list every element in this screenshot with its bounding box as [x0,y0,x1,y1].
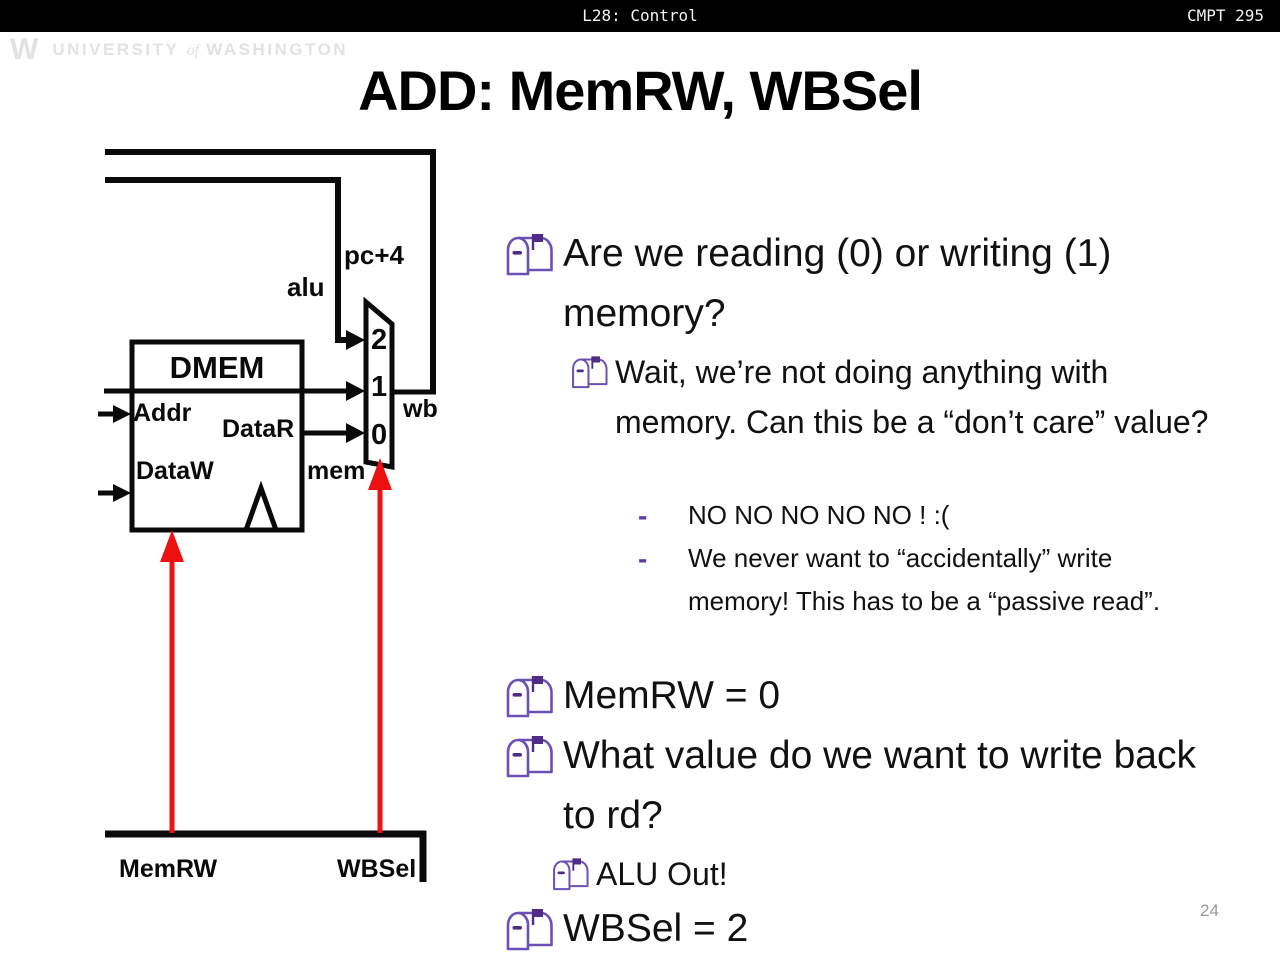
wire-addr-arrowhead [113,405,131,423]
label-dmem: DMEM [170,350,265,385]
course-code: CMPT 295 [1186,6,1264,25]
label-alu: alu [287,272,325,302]
clock-triangle [243,480,279,531]
bullet-text: Are we reading (0) or writing (1) memory… [563,232,1112,335]
wire-pc4 [105,177,350,343]
bullet-text: WBSel = 2 [563,907,749,950]
watermark-of: of [186,42,200,59]
bullet-item: Wait, we’re not doing anything with memo… [570,347,1233,447]
bullet-item: What value do we want to write back to r… [504,726,1231,846]
red-arrow-memrw-head [160,530,184,562]
mailbox-icon [504,899,563,956]
bullet-text: NO NO NO NO NO ! :( [688,500,950,530]
wire-wb-feedback [105,149,436,392]
bullet-text: ALU Out! [596,856,728,892]
bullet-item: - NO NO NO NO NO ! :( [638,494,1178,537]
uw-logo: W [10,33,38,66]
label-mux-in1: 1 [371,371,387,403]
mailbox-icon [504,726,563,783]
bullet-item: WBSel = 2 [504,899,1231,959]
wire-alu-arrowhead [346,381,365,401]
page-number: 24 [1200,901,1219,920]
bullet-item: MemRW = 0 [504,666,1231,726]
label-wb: wb [402,395,438,423]
watermark-washington: WASHINGTON [206,40,349,59]
label-mux-in2: 2 [371,324,387,356]
label-dataw: DataW [136,457,214,485]
lecture-title: L28: Control [582,6,698,25]
bullet-item: ALU Out! [551,849,1214,899]
label-pc4: pc+4 [344,240,405,270]
label-addr: Addr [133,399,192,427]
bullet-text: We never want to “accidentally” write me… [688,543,1161,616]
mailbox-icon [551,849,596,896]
dash-bullet: - [638,543,648,574]
page-title: ADD: MemRW, WBSel [358,59,923,122]
bullet-item: Are we reading (0) or writing (1) memory… [504,224,1231,344]
bullet-text: What value do we want to write back to r… [563,734,1196,837]
red-arrow-wbsel-head [368,458,392,490]
bullet-item: - We never want to “accidentally” write … [638,537,1178,623]
wire-pc4-arrowhead [346,330,365,350]
watermark-university: UNIVERSITY [52,40,180,59]
mailbox-icon [570,347,615,394]
dmem-box [129,339,305,533]
bullet-text: Wait, we’re not doing anything with memo… [615,354,1209,440]
dash-bullet: - [638,500,648,531]
bullet-text: MemRW = 0 [563,674,781,717]
label-mux-in0: 0 [371,419,387,451]
mailbox-icon [504,224,563,281]
label-wbsel: WBSel [337,855,416,883]
wb-mux [363,296,395,471]
university-watermark: W UNIVERSITY of WASHINGTON [10,33,348,67]
wire-datar-arrowhead [346,423,365,443]
mailbox-icon [504,666,563,723]
wire-dataw-arrowhead [113,484,131,502]
label-mem: mem [307,457,365,485]
label-memrw: MemRW [119,855,218,883]
label-datar: DataR [222,415,294,443]
header-bar: L28: Control CMPT 295 [0,0,1280,32]
